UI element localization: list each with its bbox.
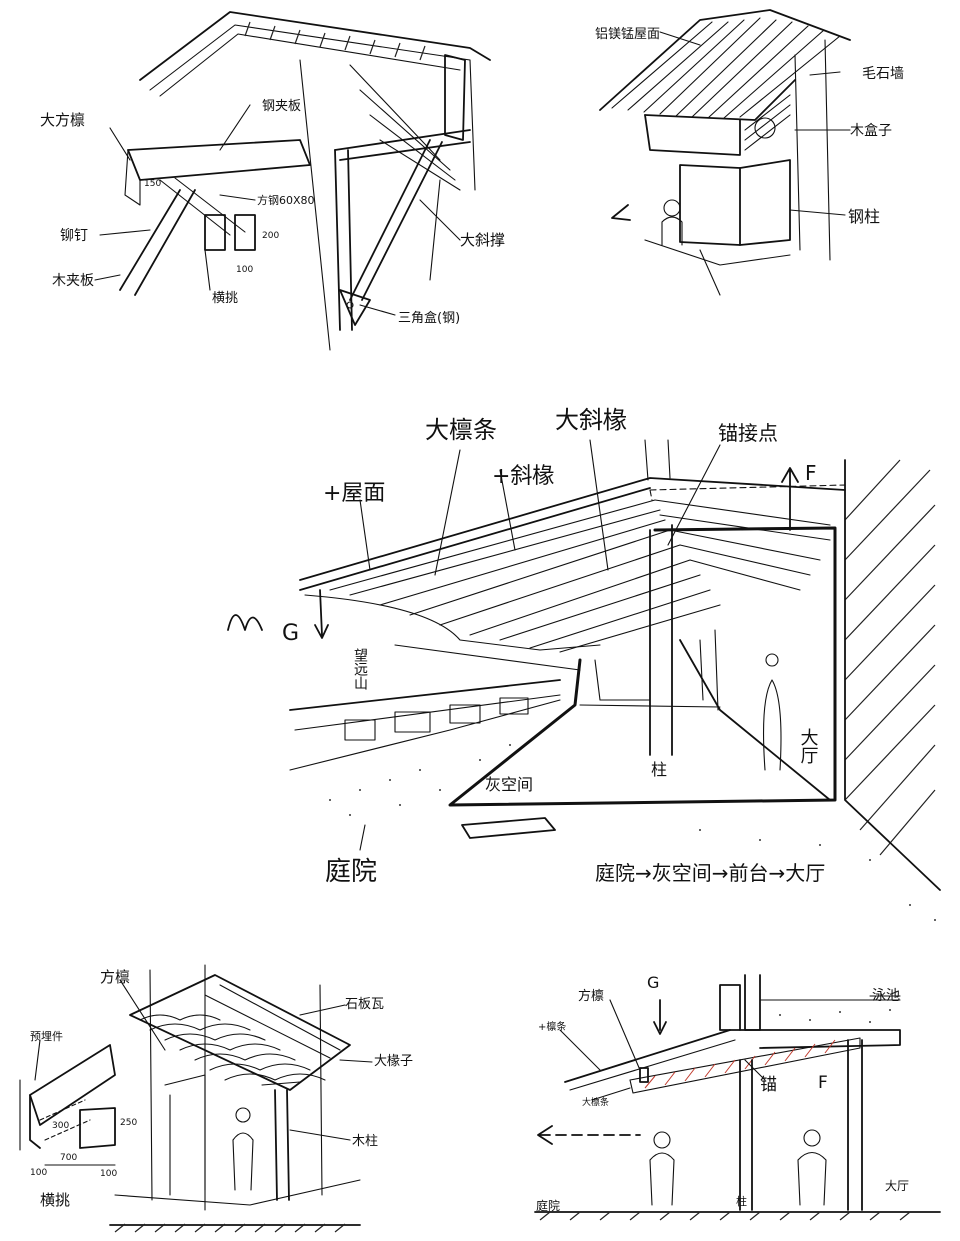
sketch-wood-box: 铝镁锰屋面 毛石墙 木盒子 钢柱 xyxy=(595,9,904,296)
label-courtyard: 庭院 xyxy=(536,1198,560,1213)
sketch-truss-detail: 大方檩 钢夹板 方钢60X80 150 200 100 铆钉 木夹板 横挑 大斜… xyxy=(40,11,505,351)
label-rivet: 铆钉 xyxy=(60,228,88,244)
label-sequence: 庭院→灰空间→前台→大厅 xyxy=(595,861,825,885)
label-pre-embed: 预埋件 xyxy=(30,1030,63,1043)
sketch-grey-space-perspective: 大檩条 大斜椽 锚接点 +屋面 +斜椽 F G 望远山 大厅 柱 灰空间 庭院 … xyxy=(227,406,941,921)
label-grey-space: 灰空间 xyxy=(485,775,533,794)
label-anchor-point: 锚接点 xyxy=(718,421,778,445)
label-dim-150: 150 xyxy=(144,179,161,189)
label-ridge: 横挑 xyxy=(212,291,238,306)
label-clamp-plate: 钢夹板 xyxy=(262,99,301,114)
label-anchor: 锚 xyxy=(760,1075,777,1095)
label-view-mountain: 望远山 xyxy=(352,648,368,690)
label-ridge: 横挑 xyxy=(40,1191,70,1209)
sketch-section: G 方檩 +檩条 泳池 大檩条 锚 F 柱 庭院 大厅 xyxy=(534,973,941,1221)
label-gravity: G xyxy=(647,973,659,992)
mountain-doodle xyxy=(227,614,263,631)
label-roof-material: 铝镁锰屋面 xyxy=(595,27,660,42)
label-wood-plate: 木夹板 xyxy=(52,273,94,289)
label-purlin: 大方檩 xyxy=(40,111,85,129)
label-brace: 大斜撑 xyxy=(460,231,505,249)
label-steel-column: 钢柱 xyxy=(848,207,880,226)
label-dim-100-a: 100 xyxy=(30,1168,47,1178)
label-rafter: 大椽子 xyxy=(374,1054,413,1069)
label-small-rafter: +斜椽 xyxy=(492,464,554,489)
label-hall: 大厅 xyxy=(885,1179,909,1193)
label-force: F xyxy=(818,1073,828,1093)
label-square-steel: 方钢60X80 xyxy=(257,193,315,207)
label-courtyard: 庭院 xyxy=(325,857,377,887)
label-column: 柱 xyxy=(736,1194,747,1208)
label-wood-box: 木盒子 xyxy=(850,122,892,139)
label-purlin: 方檩 xyxy=(100,968,130,986)
label-dim-200: 200 xyxy=(262,231,279,241)
label-purlin: 方檩 xyxy=(578,988,604,1004)
label-force: F xyxy=(805,461,817,485)
label-roof: +屋面 xyxy=(323,481,385,506)
label-big-rafter: 大斜椽 xyxy=(555,406,627,434)
label-big-purlin: 大檩条 xyxy=(425,416,497,444)
label-big-rafter: 大檩条 xyxy=(582,1096,609,1108)
label-gravity: G xyxy=(282,621,299,646)
label-stone-wall: 毛石墙 xyxy=(862,66,904,82)
label-dim-300: 300 xyxy=(52,1121,69,1131)
label-slate: 石板瓦 xyxy=(345,997,384,1012)
label-dim-700: 700 xyxy=(60,1153,77,1163)
label-dim-250: 250 xyxy=(120,1118,137,1128)
label-gusset: 三角盒(钢) xyxy=(398,310,460,326)
label-wood-column: 木柱 xyxy=(352,1134,378,1149)
label-dim-100: 100 xyxy=(236,265,253,275)
sketch-wood-canopy: 方檩 石板瓦 大椽子 木柱 预埋件 300 250 700 100 100 横挑 xyxy=(19,964,413,1233)
label-roof: +檩条 xyxy=(538,1020,566,1033)
label-hall: 大厅 xyxy=(798,728,819,764)
label-dim-100-b: 100 xyxy=(100,1169,117,1179)
label-column: 柱 xyxy=(651,760,667,779)
label-pool: 泳池 xyxy=(872,988,900,1004)
